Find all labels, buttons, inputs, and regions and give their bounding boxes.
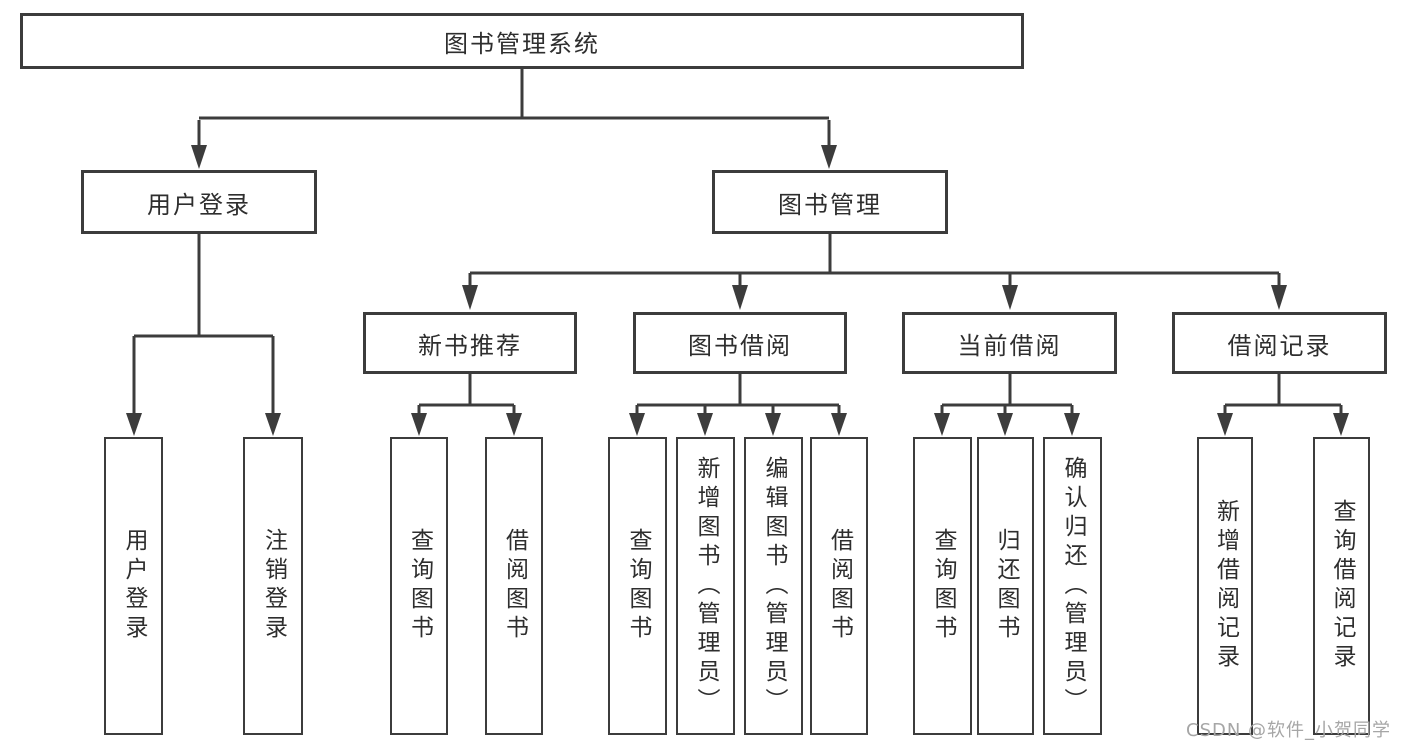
csdn-watermark: CSDN @软件_小贺同学 [1186,720,1392,741]
connector-current-borrowing-children [934,373,1080,436]
leaf-label: 查询图书 [406,528,433,644]
node-new-book-recommendation: 新书推荐 [363,312,577,374]
leaf-label: 确认归还（管理员） [1060,455,1086,717]
node-user-login: 用户登录 [81,170,317,234]
leaf-label: 归还图书 [993,528,1019,644]
leaf-query-books-recommendation: 查询图书 [390,437,448,735]
leaf-borrow-books-borrowing: 借阅图书 [810,437,868,735]
leaf-confirm-return-admin: 确认归还（管理员） [1043,437,1102,735]
leaf-query-books-current: 查询图书 [913,437,972,735]
leaf-label: 查询图书 [625,528,651,644]
leaf-query-borrow-record: 查询借阅记录 [1313,437,1370,735]
leaf-label: 编辑图书（管理员） [761,455,787,717]
node-current-borrowing: 当前借阅 [902,312,1117,374]
connector-book-management-children [462,232,1287,310]
leaf-logout: 注销登录 [243,437,303,735]
leaf-return-books: 归还图书 [977,437,1034,735]
connector-user-login-children [126,232,281,436]
node-library-management-system: 图书管理系统 [20,13,1024,69]
node-book-borrowing: 图书借阅 [633,312,847,374]
leaf-label: 借阅图书 [826,528,853,644]
connector-new-book-recommendation-children [411,373,522,436]
leaf-label: 新增图书（管理员） [693,455,719,717]
connector-root-to-level2 [191,66,837,169]
leaf-borrow-books-recommendation: 借阅图书 [485,437,543,735]
leaf-user-login: 用户登录 [104,437,163,735]
connector-book-borrowing-children [629,373,847,436]
leaf-add-books-admin: 新增图书（管理员） [676,437,735,735]
leaf-label: 用户登录 [121,528,147,644]
leaf-label: 借阅图书 [501,528,528,644]
leaf-label: 新增借阅记录 [1212,499,1239,673]
connector-borrowing-records-children [1217,373,1349,436]
leaf-query-books-borrowing: 查询图书 [608,437,667,735]
leaf-label: 查询借阅记录 [1329,499,1355,673]
leaf-add-borrow-record: 新增借阅记录 [1197,437,1253,735]
leaf-label: 注销登录 [260,528,287,644]
node-book-management: 图书管理 [712,170,948,234]
leaf-edit-books-admin: 编辑图书（管理员） [744,437,803,735]
leaf-label: 查询图书 [930,528,956,644]
node-borrowing-records: 借阅记录 [1172,312,1387,374]
